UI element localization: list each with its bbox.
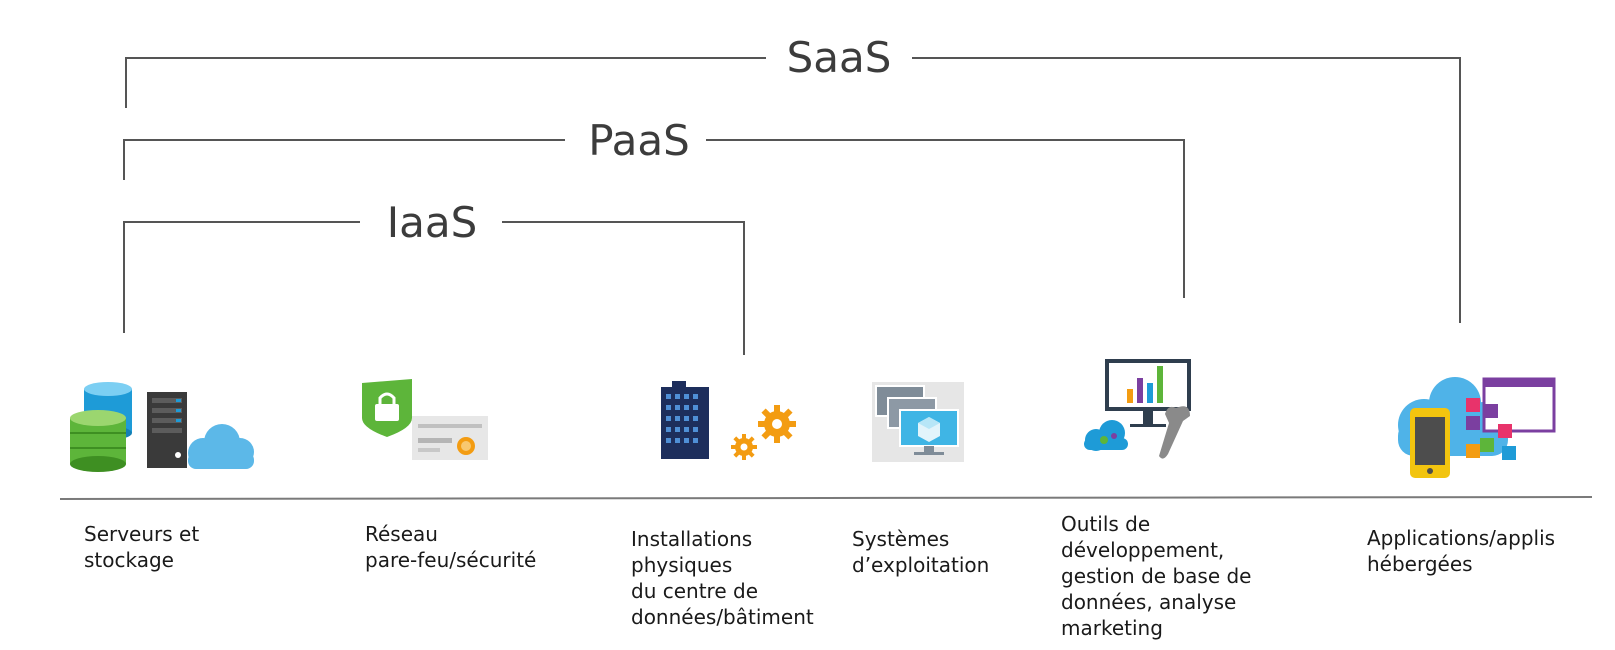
building-gears-icon: [661, 381, 796, 460]
saas-label: SaaS: [787, 33, 892, 82]
caption-os: Systèmes d’exploitation: [852, 527, 990, 577]
iaas-bracket: IaaS: [123, 198, 745, 355]
phone-apps-cloud-icon: [1398, 377, 1556, 478]
saas-bracket: SaaS: [125, 33, 1461, 323]
caption-servers: Serveurs et stockage: [84, 522, 200, 572]
caption-network: Réseau pare-feu/sécurité: [365, 522, 537, 572]
caption-apps: Applications/applis hébergées: [1367, 526, 1556, 576]
caption-datacenter: Installations physiques du centre de don…: [631, 527, 814, 629]
baseline-divider: [59, 496, 1593, 500]
iaas-label: IaaS: [387, 198, 478, 247]
paas-bracket: PaaS: [123, 116, 1185, 298]
shield-lock-firewall-icon: [362, 379, 488, 460]
database-server-cloud-icon: [70, 382, 254, 472]
monitor-chart-wrench-icon: [1084, 359, 1191, 459]
virtual-machines-icon: [872, 382, 964, 462]
caption-devtools: Outils de développement, gestion de base…: [1061, 512, 1252, 640]
paas-label: PaaS: [588, 116, 690, 165]
